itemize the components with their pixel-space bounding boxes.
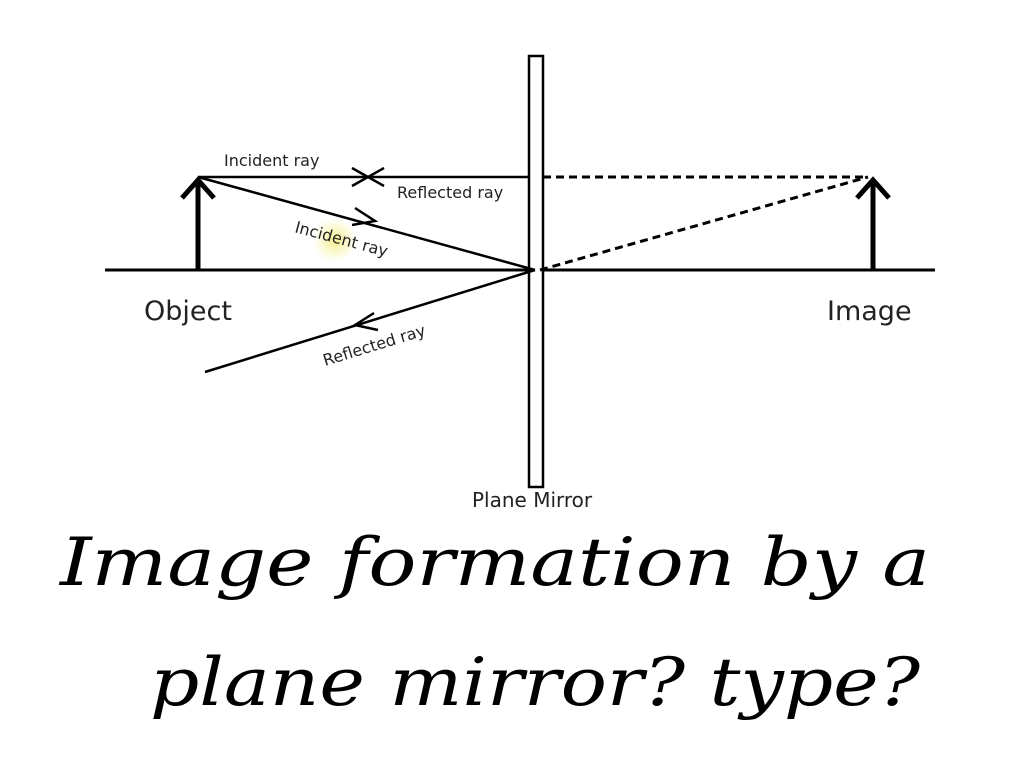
reflected-arrowhead (365, 166, 385, 188)
label-incident-ray-1: Incident ray (224, 151, 319, 170)
label-image: Image (827, 296, 912, 327)
label-plane-mirror: Plane Mirror (472, 488, 593, 512)
image-arrow (855, 176, 891, 270)
handwritten-line-1: Image formation by a (59, 524, 930, 601)
cursor-highlight (313, 218, 357, 262)
reflected-oblique-arrowhead (351, 311, 379, 332)
label-reflected-ray-1: Reflected ray (397, 183, 503, 202)
handwritten-line-2: plane mirror? type? (150, 644, 921, 721)
object-arrow (180, 176, 216, 270)
reflected-ray-oblique (204, 268, 536, 374)
incident-oblique-arrowhead (351, 206, 379, 227)
virtual-ray-oblique (539, 175, 869, 272)
label-object: Object (144, 296, 232, 327)
